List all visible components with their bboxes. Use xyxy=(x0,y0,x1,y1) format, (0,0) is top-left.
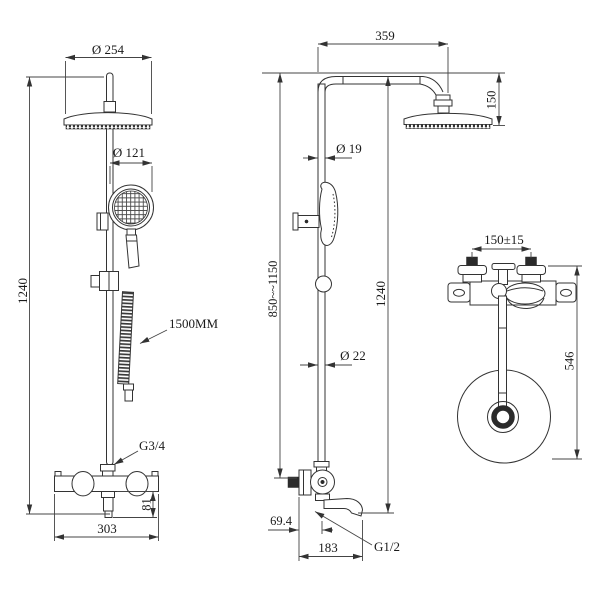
dim-overall-height-label: 1240 xyxy=(15,278,30,304)
dim-adjustable-height-label: 850~~1150 xyxy=(266,261,280,318)
hand-shower-holder xyxy=(96,212,109,231)
shower-hose xyxy=(117,291,135,385)
valve-center-nut xyxy=(102,470,114,477)
hand-shower-hub-ring xyxy=(487,401,519,433)
hose-connector xyxy=(123,383,134,391)
hose-connector-end xyxy=(124,389,133,402)
dim-hand-shower-diameter: Ø 121 xyxy=(109,145,153,192)
dim-spout-reach: 183 xyxy=(298,520,363,561)
overhead-shower-head-side xyxy=(403,112,493,125)
dim-wall-offset-label: 69.4 xyxy=(270,514,293,528)
label-hose-length-text: 1500MM xyxy=(169,316,219,331)
dim-column-height: 1240 xyxy=(358,76,394,514)
hanging-rod xyxy=(498,295,507,409)
mount-slot-left xyxy=(453,288,465,297)
dim-hand-shower-drop-label: 546 xyxy=(563,352,577,371)
dim-handle-spacing: 150±15 xyxy=(471,232,532,258)
dim-pipe-diameter-top-label: Ø 19 xyxy=(336,141,362,156)
diverter-underside xyxy=(505,295,545,310)
dim-spout-reach-label: 183 xyxy=(318,540,338,555)
spout-side xyxy=(323,497,364,517)
head-joint-3 xyxy=(437,105,450,114)
holder-knob-body xyxy=(297,215,320,228)
dim-overall-height: 1240 xyxy=(15,76,110,515)
dim-arm-projection-label: 359 xyxy=(375,28,395,43)
dim-valve-width: 303 xyxy=(54,494,159,541)
dim-head-diameter-label: Ø 254 xyxy=(92,42,125,57)
overhead-shower-head xyxy=(63,112,153,126)
dim-handle-spacing-label: 150±15 xyxy=(484,232,524,247)
dim-pipe-diameter-bottom: Ø 22 xyxy=(300,348,366,368)
hand-shower-face xyxy=(114,190,148,225)
spout-body xyxy=(103,497,114,512)
mount-ear-left xyxy=(447,282,471,303)
riser-pipe-side xyxy=(317,83,326,463)
slider-knob xyxy=(90,275,100,288)
holder-knob-dot xyxy=(304,219,309,224)
dim-head-drop-label: 150 xyxy=(485,91,499,110)
head-joint-2 xyxy=(433,99,453,107)
dim-spout-height: 81 xyxy=(113,491,157,518)
head-collar xyxy=(103,101,116,113)
hand-shower-neck xyxy=(126,228,136,236)
spout-base-side xyxy=(315,493,330,501)
label-outlet-thread: G1/2 xyxy=(314,511,400,554)
handle-base-left xyxy=(462,274,482,283)
label-inlet-thread: G3/4 xyxy=(113,438,166,465)
valve-knob-right xyxy=(125,471,149,497)
handle-base-right xyxy=(521,274,541,283)
label-outlet-thread-text: G1/2 xyxy=(374,539,400,554)
handle-flange-right xyxy=(516,265,546,275)
side-view: 359 150 Ø 19 850~~1150 1240 xyxy=(262,28,505,561)
front-view: Ø 254 1240 Ø 121 1500MM G3/4 xyxy=(15,42,219,541)
center-screw-cap xyxy=(491,263,516,270)
shower-nozzles xyxy=(65,124,151,130)
dim-arm-projection: 359 xyxy=(317,28,449,93)
center-screw-stem xyxy=(498,269,508,285)
handle-flange-left xyxy=(457,265,487,275)
hand-shower-profile xyxy=(319,181,339,246)
dim-head-diameter: Ø 254 xyxy=(65,42,152,114)
valve-inlet-nut xyxy=(100,464,116,472)
arm-inner xyxy=(324,83,437,96)
dim-head-drop: 150 xyxy=(485,73,505,126)
dim-wall-offset: 69.4 xyxy=(268,497,333,534)
hand-shower-handle xyxy=(125,234,140,269)
slider-ball-joint xyxy=(315,275,332,293)
dim-spout-height-label: 81 xyxy=(140,498,154,511)
label-inlet-thread-text: G3/4 xyxy=(139,438,166,453)
dim-column-height-label: 1240 xyxy=(373,281,388,307)
arm-outer xyxy=(317,76,444,93)
diverter-dish xyxy=(504,282,546,305)
mount-slot-right xyxy=(560,288,572,297)
riser-pipe xyxy=(106,72,114,466)
dim-valve-width-label: 303 xyxy=(97,521,117,536)
head-joint-1 xyxy=(435,94,451,101)
holder-knob-flange xyxy=(292,212,299,231)
dim-pipe-diameter-bottom-label: Ø 22 xyxy=(340,348,366,363)
dim-hand-shower-drop: 546 xyxy=(548,265,582,460)
spout-nut xyxy=(101,491,115,498)
dim-adjustable-height: 850~~1150 xyxy=(266,73,297,479)
valve-nut-side-1 xyxy=(313,461,330,468)
shower-nozzles-side xyxy=(405,124,491,129)
valve-knob-left xyxy=(71,471,95,497)
hand-shower-hub xyxy=(491,405,515,429)
valve-view: 150±15 546 xyxy=(447,232,582,464)
dim-hand-shower-diameter-label: Ø 121 xyxy=(113,145,145,160)
label-hose-length: 1500MM xyxy=(139,316,219,344)
wall-nipple xyxy=(287,476,300,488)
wall-flange xyxy=(298,469,312,496)
mount-ear-right xyxy=(555,282,577,303)
dim-pipe-diameter-top: Ø 19 xyxy=(303,141,362,161)
